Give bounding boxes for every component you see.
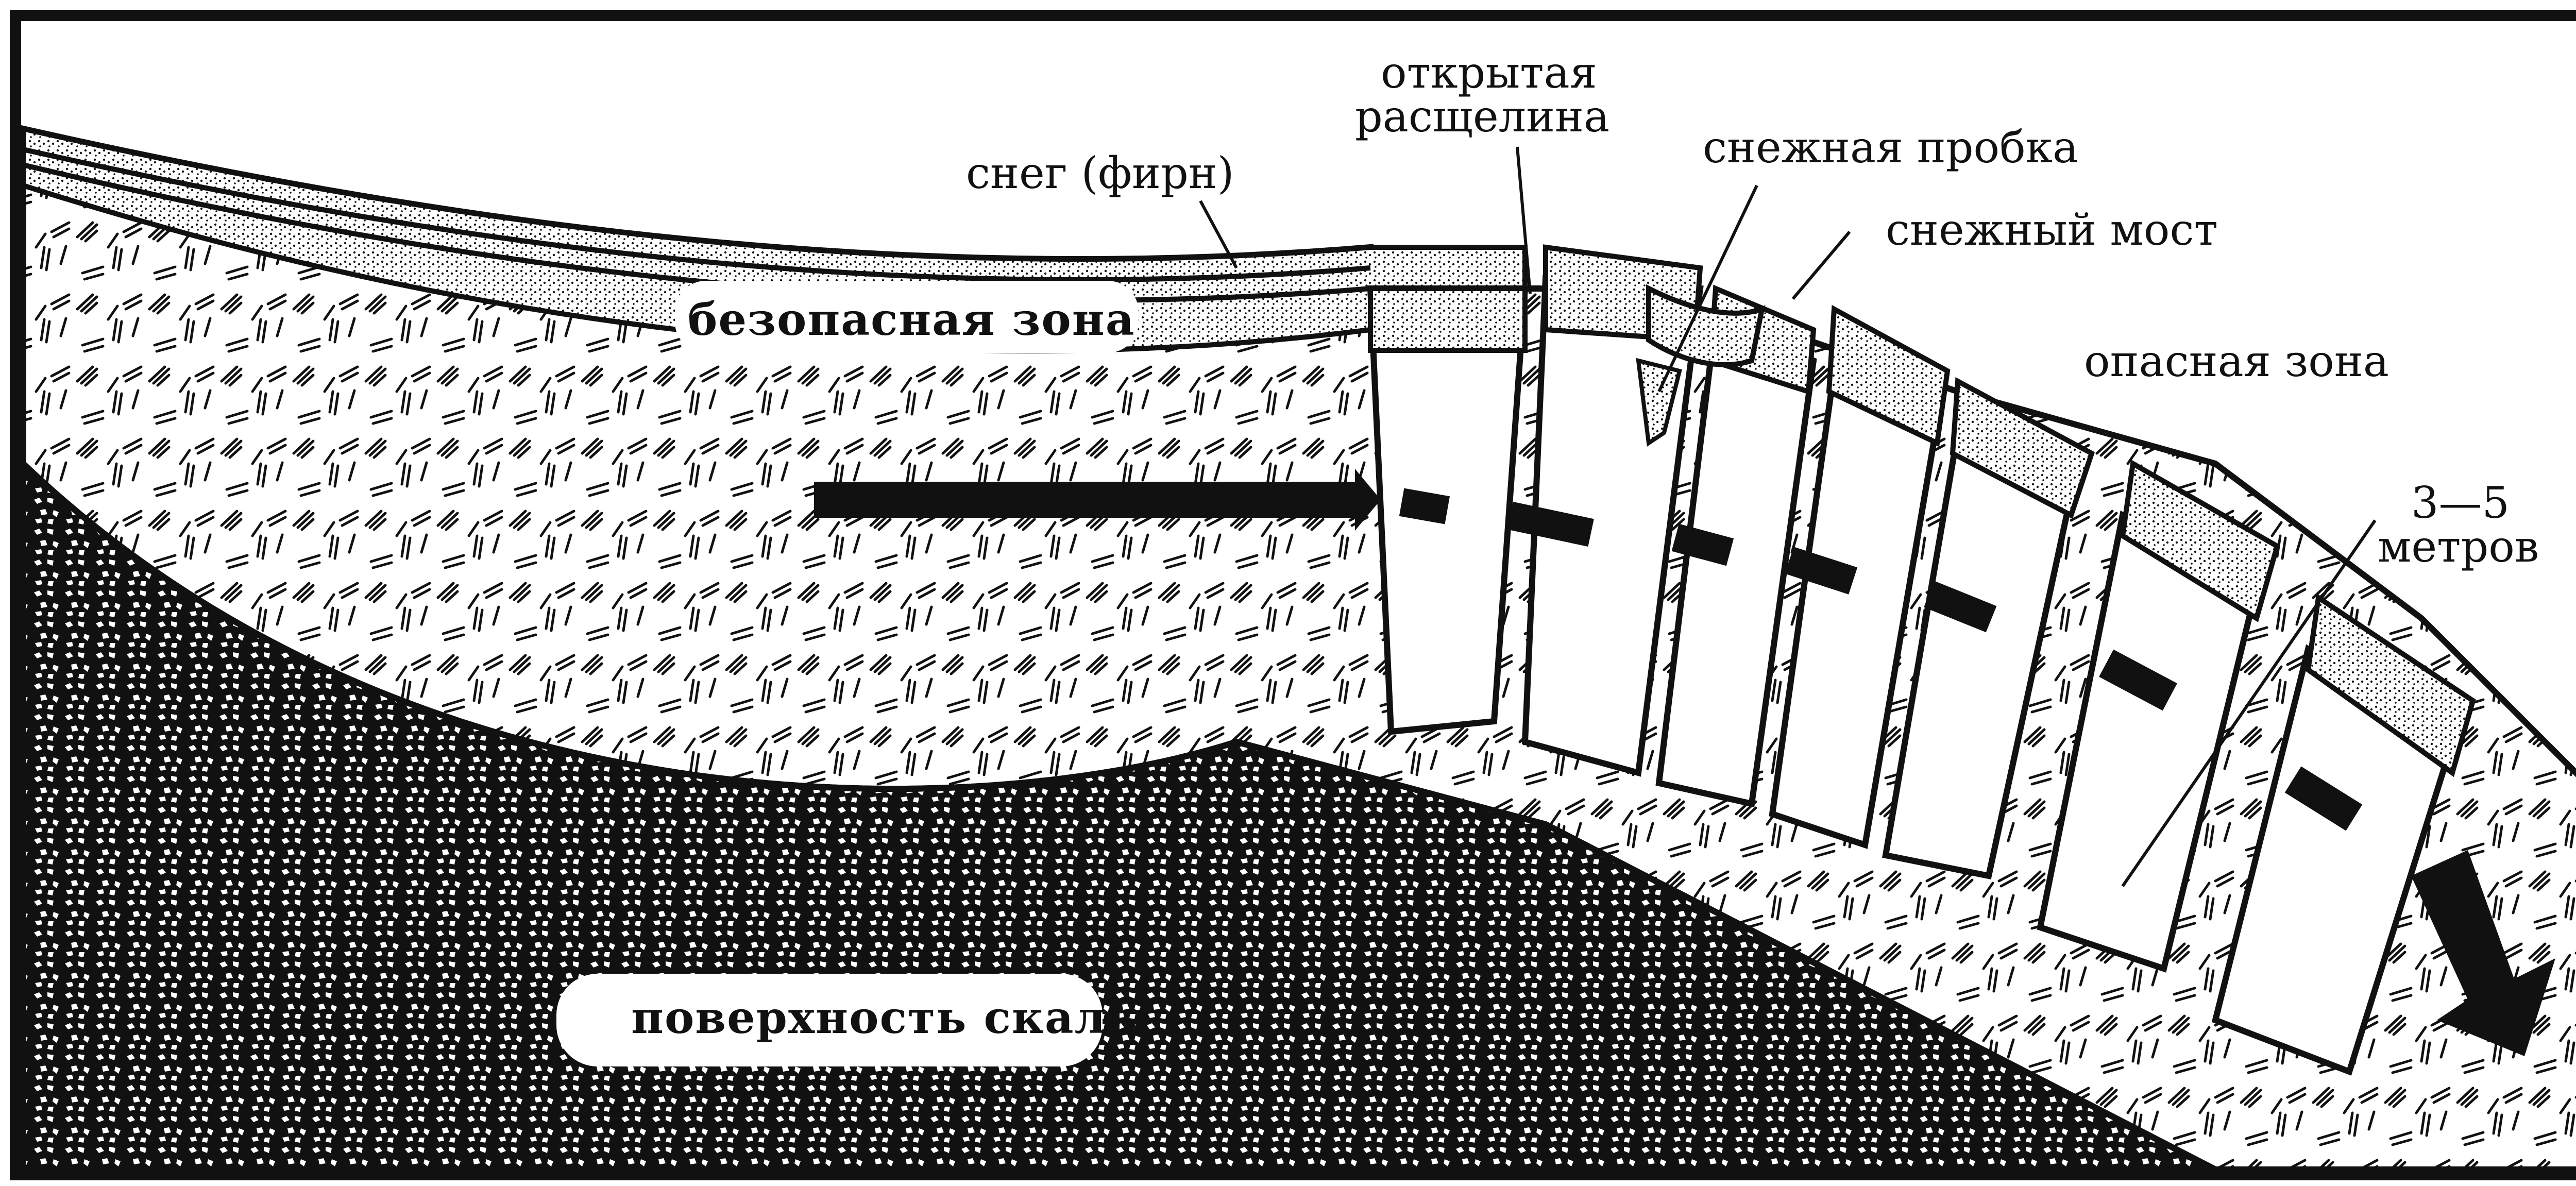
label-depth-unit: метров: [2378, 521, 2539, 572]
label-rock-surface: поверхность скалы: [631, 992, 1153, 1044]
label-open-crevasse-line2: расщелина: [1355, 91, 1609, 142]
label-snow-firn: снег (фирн): [966, 148, 1234, 198]
label-depth-value: 3—5: [2411, 478, 2510, 528]
label-danger-zone: опасная зона: [2084, 336, 2389, 386]
label-snow-bridge: снежный мост: [1886, 205, 2218, 255]
label-snow-plug: снежная пробка: [1703, 122, 2078, 173]
flow-arrow-main: [814, 482, 1355, 518]
label-open-crevasse-line1: открытая: [1381, 47, 1597, 98]
label-safe-zone: безопасная зона: [688, 294, 1135, 346]
